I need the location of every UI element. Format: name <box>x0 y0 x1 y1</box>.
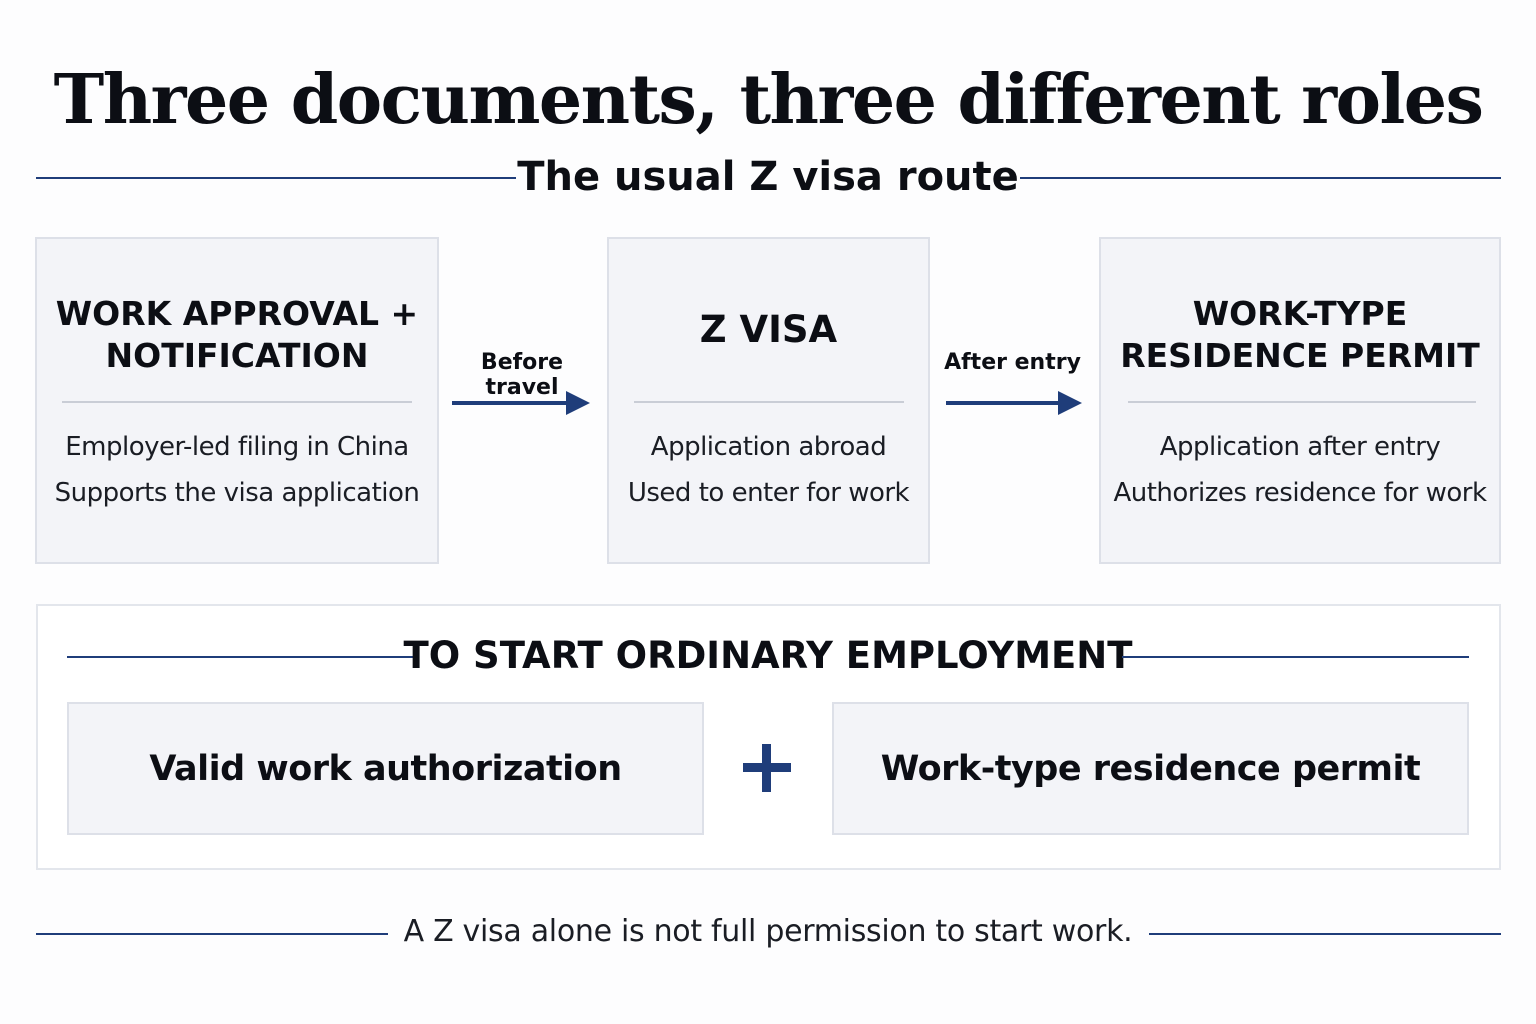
step-title-line: RESIDENCE PERMIT <box>1120 336 1480 375</box>
card-divider <box>1128 401 1476 403</box>
step-card-work-approval: WORK APPROVAL + NOTIFICATION Employer-le… <box>35 237 439 564</box>
page-subtitle: The usual Z visa route <box>517 154 1019 200</box>
card-divider <box>634 401 904 403</box>
step-card-residence-permit: WORK-TYPE RESIDENCE PERMIT Application a… <box>1099 237 1501 564</box>
subtitle-rule-right <box>1020 177 1501 179</box>
requirement-work-authorization: Valid work authorization <box>67 702 704 835</box>
arrow-label-after-entry: After entry <box>944 350 1081 375</box>
step-title-line: NOTIFICATION <box>105 336 369 375</box>
requirements-title: TO START ORDINARY EMPLOYMENT <box>403 634 1133 677</box>
footnote-rule-left <box>36 933 388 935</box>
page-title: Three documents, three different roles <box>53 60 1484 140</box>
requirements-rule-left <box>67 656 414 658</box>
step-description: Used to enter for work <box>627 478 910 508</box>
step-title-line: Z VISA <box>699 308 838 351</box>
arrow-right-icon <box>452 391 590 415</box>
arrow-label-before-travel: Before travel <box>480 350 564 400</box>
subtitle-rule-left <box>36 177 516 179</box>
plus-icon <box>743 744 791 792</box>
step-description: Application after entry <box>1159 432 1441 462</box>
requirements-rule-right <box>1122 656 1469 658</box>
step-title-line: WORK APPROVAL + <box>55 294 419 333</box>
step-description: Employer-led filing in China <box>65 432 409 462</box>
card-divider <box>62 401 412 403</box>
footnote-rule-right <box>1149 933 1501 935</box>
step-description: Application abroad <box>650 432 887 462</box>
footnote: A Z visa alone is not full permission to… <box>403 914 1133 949</box>
step-card-z-visa: Z VISA Application abroad Used to enter … <box>607 237 930 564</box>
step-description: Authorizes residence for work <box>1113 478 1487 508</box>
step-title-line: WORK-TYPE <box>1192 294 1408 333</box>
arrow-right-icon <box>946 391 1082 415</box>
step-description: Supports the visa application <box>54 478 420 508</box>
requirement-residence-permit: Work-type residence permit <box>832 702 1469 835</box>
